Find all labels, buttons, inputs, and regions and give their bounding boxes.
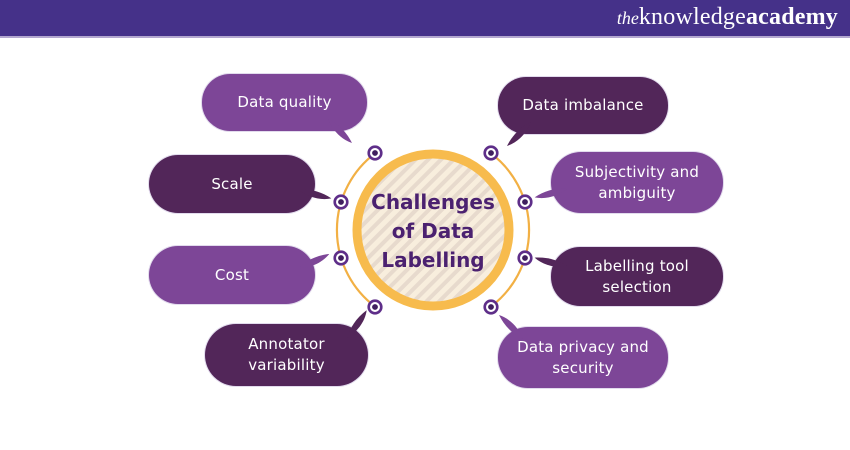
connector-dot: [483, 299, 499, 315]
bubble-label: Scale: [211, 174, 253, 193]
bubble-annotator-variability: Annotator variability: [205, 324, 368, 386]
connector-dot: [333, 194, 349, 210]
diagram-title: Challenges of Data Labelling: [358, 188, 508, 275]
brand-logo: theknowledgeacademy: [617, 0, 850, 38]
hub-circle: [352, 149, 514, 311]
bubble-data-imbalance: Data imbalance: [498, 77, 668, 134]
logo-the: the: [616, 7, 639, 28]
connector-dot: [483, 145, 499, 161]
logo-academy: academy: [745, 3, 838, 30]
connector-dot: [367, 145, 383, 161]
header-banner: theknowledgeacademy: [0, 0, 850, 38]
connector-dot: [367, 299, 383, 315]
bubble-label: Cost: [214, 265, 250, 284]
orbit-arc-right: [490, 152, 531, 308]
bubble-cost: Cost: [149, 246, 315, 304]
bubble-label: Labelling tool selection: [585, 256, 689, 296]
logo-knowledge: knowledge: [638, 3, 746, 30]
connector-dot: [517, 250, 533, 266]
diagram-title-line: Labelling: [381, 248, 485, 272]
bubble-label: Data quality: [237, 93, 332, 111]
diagram-title-line: of Data: [391, 219, 475, 243]
connector-dot: [333, 250, 349, 266]
bubble-label: Data privacy and security: [517, 337, 649, 377]
hub-graphic: [333, 145, 533, 315]
bubble-label: Annotator variability: [248, 335, 325, 374]
connector-dot: [517, 194, 533, 210]
orbit-arc-left: [335, 152, 376, 308]
bubble-label: Data imbalance: [522, 96, 644, 114]
bubble-scale: Scale: [149, 155, 315, 213]
bubble-data-quality: Data quality: [202, 74, 367, 131]
bubble-subjectivity-ambiguity: Subjectivity and ambiguity: [551, 152, 723, 213]
bubble-label: Subjectivity and ambiguity: [574, 162, 700, 202]
diagram-title-line: Challenges: [371, 190, 495, 214]
bubble-data-privacy-security: Data privacy and security: [498, 327, 668, 388]
bubble-labelling-tool-selection: Labelling tool selection: [551, 247, 723, 306]
